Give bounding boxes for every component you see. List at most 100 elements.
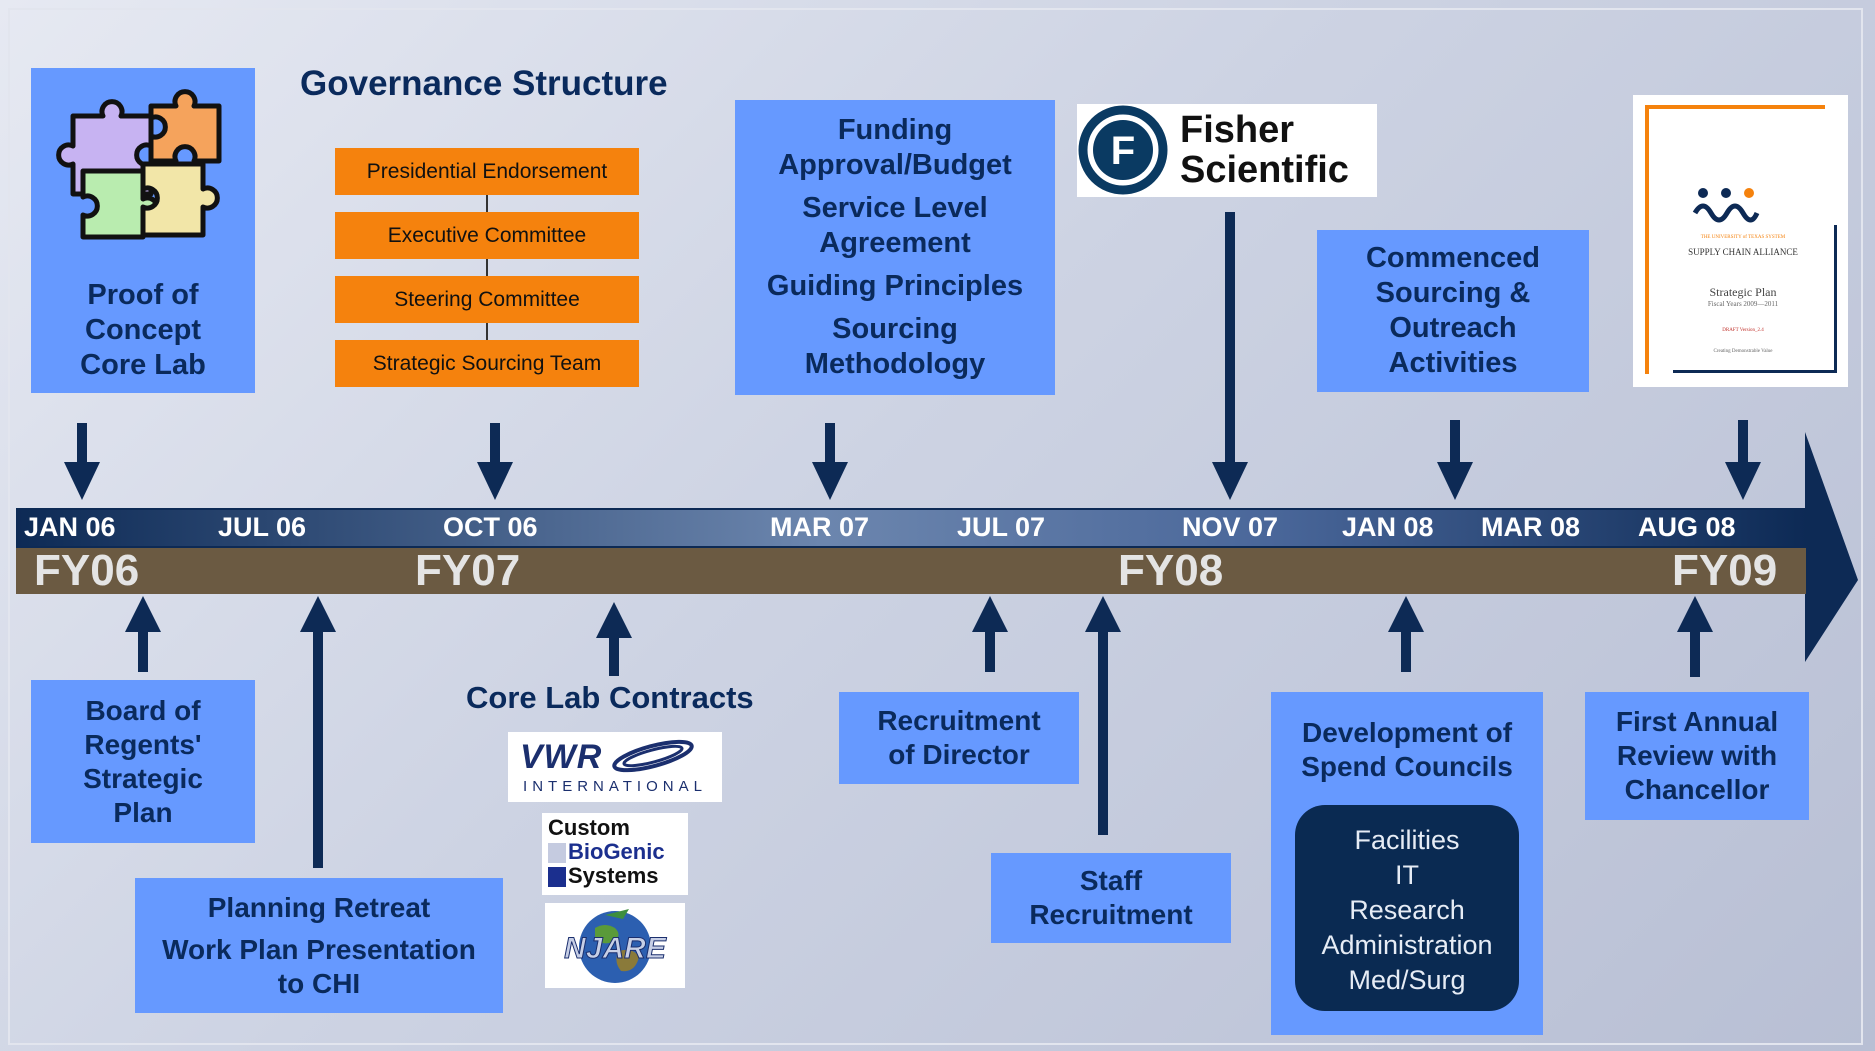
puzzle-icon — [56, 89, 222, 240]
gov-presidential-endorsement: Presidential Endorsement — [335, 148, 639, 195]
doc-line-2: SUPPLY CHAIN ALLIANCE — [1688, 247, 1798, 257]
date-jul-07: JUL 07 — [957, 512, 1046, 542]
njare-word: NJARE — [564, 932, 667, 965]
vwr-word: VWR — [520, 738, 603, 776]
globe-icon: NJARE — [564, 909, 667, 983]
up-arrow-icon — [596, 602, 632, 676]
retreat-line-3: to CHI — [277, 967, 361, 999]
date-jan-08: JAN 08 — [1342, 512, 1434, 542]
vwr-swoosh-icon — [612, 739, 694, 773]
commenced-line-4: Activities — [1388, 347, 1518, 379]
slide-frame — [8, 8, 1863, 1045]
timeline-arrow-icon — [16, 432, 1858, 662]
down-arrow-icon — [64, 423, 100, 500]
up-arrow-icon — [300, 596, 336, 868]
director-line-2: of Director — [888, 739, 1030, 770]
up-arrow-icon — [1085, 596, 1121, 835]
fiscal-year-bar — [16, 548, 1806, 594]
spend-line-2: Spend Councils — [1301, 751, 1513, 782]
doc-orange-border — [1645, 105, 1825, 374]
biogenic-line-1: Custom — [548, 815, 630, 840]
funding-line-6: Sourcing — [832, 313, 958, 345]
review-line-3: Chancellor — [1624, 774, 1770, 805]
biogenic-line-3: Systems — [568, 863, 659, 888]
gov-steering-committee: Steering Committee — [335, 276, 639, 323]
review-line-2: Review with — [1616, 740, 1778, 771]
doc-navy-side — [1834, 225, 1837, 373]
vwr-logo: VWR INTERNATIONAL — [508, 732, 722, 802]
down-arrow-icon — [1437, 420, 1473, 500]
funding-line-3: Service Level — [802, 192, 988, 224]
doc-line-1: THE UNIVERSITY of TEXAS SYSTEM — [1700, 235, 1786, 240]
regents-line-3: Strategic — [83, 762, 203, 794]
board-of-regents-box: Board of Regents' Strategic Plan — [31, 680, 255, 843]
date-mar-07: MAR 07 — [770, 512, 870, 542]
retreat-line-1: Planning Retreat — [207, 891, 431, 923]
date-nov-07: NOV 07 — [1182, 512, 1279, 542]
biogenic-line-2: BioGenic — [568, 839, 665, 864]
gov-strategic-sourcing-team: Strategic Sourcing Team — [335, 340, 639, 387]
custom-biogenic-logo: Custom BioGenic Systems — [542, 813, 688, 895]
up-arrow-icon — [972, 596, 1008, 672]
alliance-logo-icon — [1692, 188, 1760, 223]
funding-line-7: Methodology — [804, 348, 986, 380]
council-research: Research — [1349, 895, 1465, 925]
fisher-mark: F — [1111, 129, 1135, 173]
commenced-sourcing-box: Commenced Sourcing & Outreach Activities — [1317, 230, 1589, 392]
planning-retreat-box: Planning Retreat Work Plan Presentation … — [135, 878, 503, 1013]
doc-line-6: Creating Demonstrable Value — [1713, 349, 1773, 354]
doc-line-3: Strategic Plan — [1709, 285, 1777, 299]
fisher-f-icon: F — [1078, 105, 1168, 195]
funding-line-2: Approval/Budget — [778, 149, 1012, 181]
governance-connector — [486, 148, 488, 380]
council-facilities: Facilities — [1354, 825, 1460, 855]
funding-line-5: Guiding Principles — [766, 270, 1024, 302]
down-arrow-icon — [1725, 420, 1761, 500]
strategic-plan-document: THE UNIVERSITY of TEXAS SYSTEM SUPPLY CH… — [1633, 95, 1848, 387]
staff-recruitment-box: Staff Recruitment — [991, 853, 1231, 943]
first-annual-review-box: First Annual Review with Chancellor — [1585, 692, 1809, 820]
retreat-line-2: Work Plan Presentation — [162, 933, 476, 965]
doc-navy-edge — [1673, 370, 1835, 373]
down-arrow-icon — [812, 423, 848, 500]
gov-executive-committee: Executive Committee — [335, 212, 639, 259]
fy07-label: FY07 — [415, 546, 521, 595]
commenced-line-1: Commenced — [1365, 242, 1541, 274]
doc-line-4: Fiscal Years 2009—2011 — [1707, 300, 1779, 308]
date-aug-08: AUG 08 — [1638, 512, 1736, 542]
date-mar-08: MAR 08 — [1481, 512, 1581, 542]
governance-title: Governance Structure — [300, 64, 668, 103]
fy06-label: FY06 — [34, 546, 140, 595]
review-line-1: First Annual — [1615, 706, 1779, 737]
regents-line-1: Board of — [85, 694, 201, 726]
fisher-scientific-logo: F Fisher Scientific — [1077, 104, 1377, 197]
proof-line-2: Concept — [85, 314, 201, 346]
down-arrow-icon — [477, 423, 513, 500]
biogenic-square-2 — [548, 867, 566, 887]
up-arrow-icon — [1388, 596, 1424, 672]
spend-council-list: Facilities IT Research Administration Me… — [1295, 805, 1519, 1011]
fy09-label: FY09 — [1672, 546, 1778, 595]
director-line-1: Recruitment — [877, 705, 1041, 736]
regents-line-4: Plan — [113, 796, 173, 828]
fy08-label: FY08 — [1118, 546, 1224, 595]
core-lab-contracts-title: Core Lab Contracts — [466, 680, 754, 715]
proof-line-1: Proof of — [87, 279, 199, 311]
regents-line-2: Regents' — [84, 728, 202, 760]
date-bar — [16, 510, 1806, 546]
commenced-line-3: Outreach — [1389, 312, 1517, 344]
fisher-word-2: Scientific — [1180, 149, 1349, 191]
date-oct-06: OCT 06 — [443, 512, 538, 542]
date-jan-06: JAN 06 — [24, 512, 116, 542]
commenced-line-2: Sourcing & — [1375, 277, 1531, 309]
spend-line-1: Development of — [1301, 717, 1513, 748]
staff-line-2: Recruitment — [1029, 899, 1193, 930]
funding-line-4: Agreement — [819, 227, 971, 259]
fisher-word-1: Fisher — [1180, 109, 1295, 151]
funding-line-1: Funding — [837, 114, 953, 146]
njare-logo: NJARE — [545, 903, 685, 988]
up-arrow-icon — [1677, 596, 1713, 677]
funding-box: Funding Approval/Budget Service Level Ag… — [735, 100, 1055, 395]
recruitment-director-box: Recruitment of Director — [839, 692, 1079, 784]
